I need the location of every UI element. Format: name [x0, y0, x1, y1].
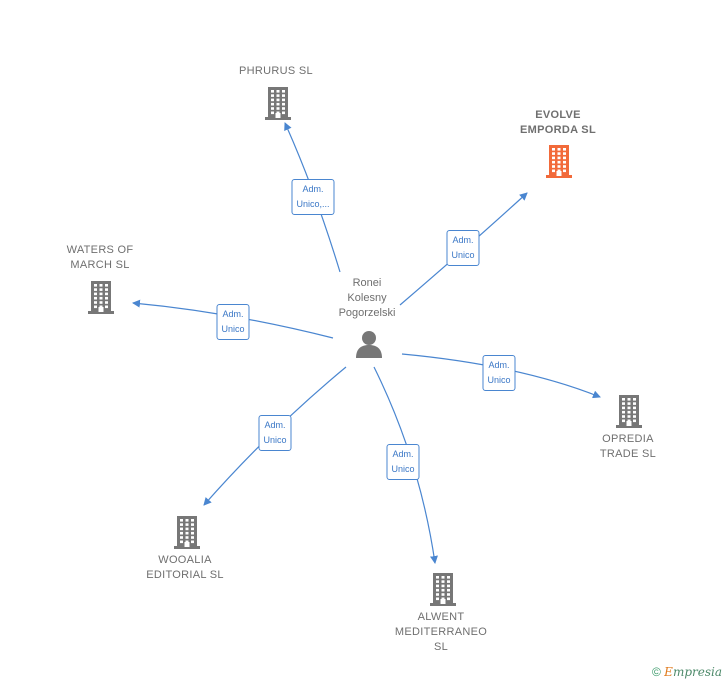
building-icon-wooalia[interactable]	[172, 515, 202, 549]
relation-label-alwent[interactable]: Adm. Unico	[386, 444, 420, 480]
company-label-opredia[interactable]: OPREDIA TRADE SL	[599, 433, 657, 460]
relation-label-phrurus[interactable]: Adm. Unico,...	[291, 179, 335, 215]
building-icon-phrurus[interactable]	[263, 86, 293, 120]
company-label-evolve[interactable]: EVOLVE EMPORDA SL	[520, 109, 596, 136]
company-label-phrurus[interactable]: PHRURUS SL	[239, 65, 313, 77]
relation-label-evolve[interactable]: Adm. Unico	[446, 230, 480, 266]
relation-label-opredia[interactable]: Adm. Unico	[482, 355, 516, 391]
person-label[interactable]: Ronei Kolesny Pogorzelski	[338, 277, 396, 319]
company-label-wooalia[interactable]: WOOALIA EDITORIAL SL	[146, 554, 224, 581]
relation-label-wooalia[interactable]: Adm. Unico	[258, 415, 292, 451]
brand-logo: Empresia	[664, 665, 722, 679]
company-label-alwent[interactable]: ALWENT MEDITERRANEO SL	[394, 611, 488, 653]
footer-brand: © Empresia	[652, 665, 722, 679]
building-icon-opredia[interactable]	[614, 394, 644, 428]
person-icon[interactable]	[354, 329, 384, 359]
copyright-symbol: ©	[651, 665, 661, 679]
company-label-waters[interactable]: WATERS OF MARCH SL	[66, 244, 134, 271]
relation-label-waters[interactable]: Adm. Unico	[216, 304, 250, 340]
building-icon-alwent[interactable]	[428, 572, 458, 606]
building-icon-waters[interactable]	[86, 280, 116, 314]
building-icon-evolve[interactable]	[544, 144, 574, 178]
